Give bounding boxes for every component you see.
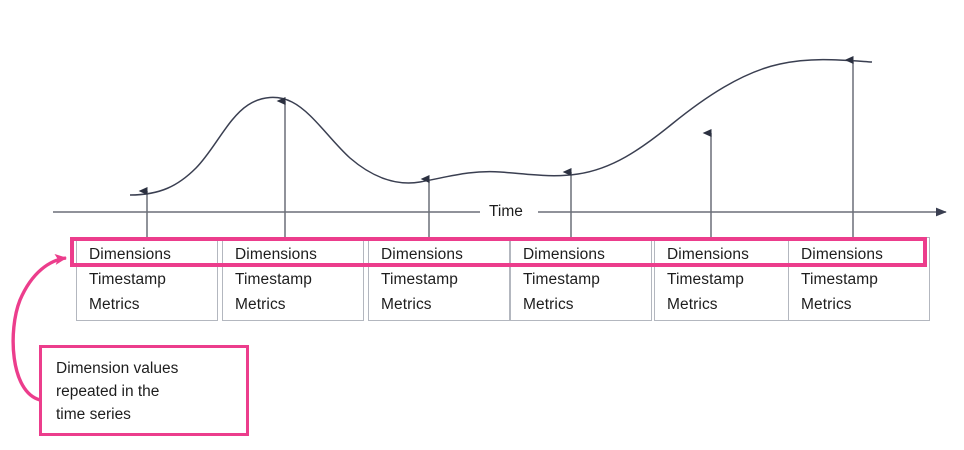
record-dimensions-label: Dimensions (235, 246, 317, 263)
record-box[interactable]: Dimensions Timestamp Metrics (368, 237, 510, 321)
record-dimensions-label: Dimensions (381, 246, 463, 263)
record-metrics-label: Metrics (523, 296, 574, 313)
timeseries-curve (129, 58, 873, 196)
record-metrics-label: Metrics (381, 296, 432, 313)
record-dimensions-label: Dimensions (667, 246, 749, 263)
record-box[interactable]: Dimensions Timestamp Metrics (76, 237, 218, 321)
record-metrics-label: Metrics (89, 296, 140, 313)
callout-box: Dimension values repeated in the time se… (39, 345, 249, 436)
record-metrics-label: Metrics (801, 296, 852, 313)
record-timestamp-label: Timestamp (235, 271, 312, 288)
dimensions-row-highlight (70, 237, 927, 267)
callout-line: repeated in the (56, 383, 160, 400)
record-timestamp-label: Timestamp (667, 271, 744, 288)
record-timestamp-label: Timestamp (523, 271, 600, 288)
record-metrics-label: Metrics (235, 296, 286, 313)
callout-connector-arrow (11, 253, 67, 402)
record-timestamp-label: Timestamp (89, 271, 166, 288)
callout-line: time series (56, 406, 131, 423)
record-box[interactable]: Dimensions Timestamp Metrics (788, 237, 930, 321)
time-axis-label: Time (480, 203, 532, 221)
record-box[interactable]: Dimensions Timestamp Metrics (222, 237, 364, 321)
record-dimensions-label: Dimensions (801, 246, 883, 263)
record-dimensions-label: Dimensions (89, 246, 171, 263)
record-timestamp-label: Timestamp (381, 271, 458, 288)
record-metrics-label: Metrics (667, 296, 718, 313)
record-box[interactable]: Dimensions Timestamp Metrics (510, 237, 652, 321)
record-timestamp-label: Timestamp (801, 271, 878, 288)
callout-line: Dimension values (56, 360, 179, 377)
record-dimensions-label: Dimensions (523, 246, 605, 263)
